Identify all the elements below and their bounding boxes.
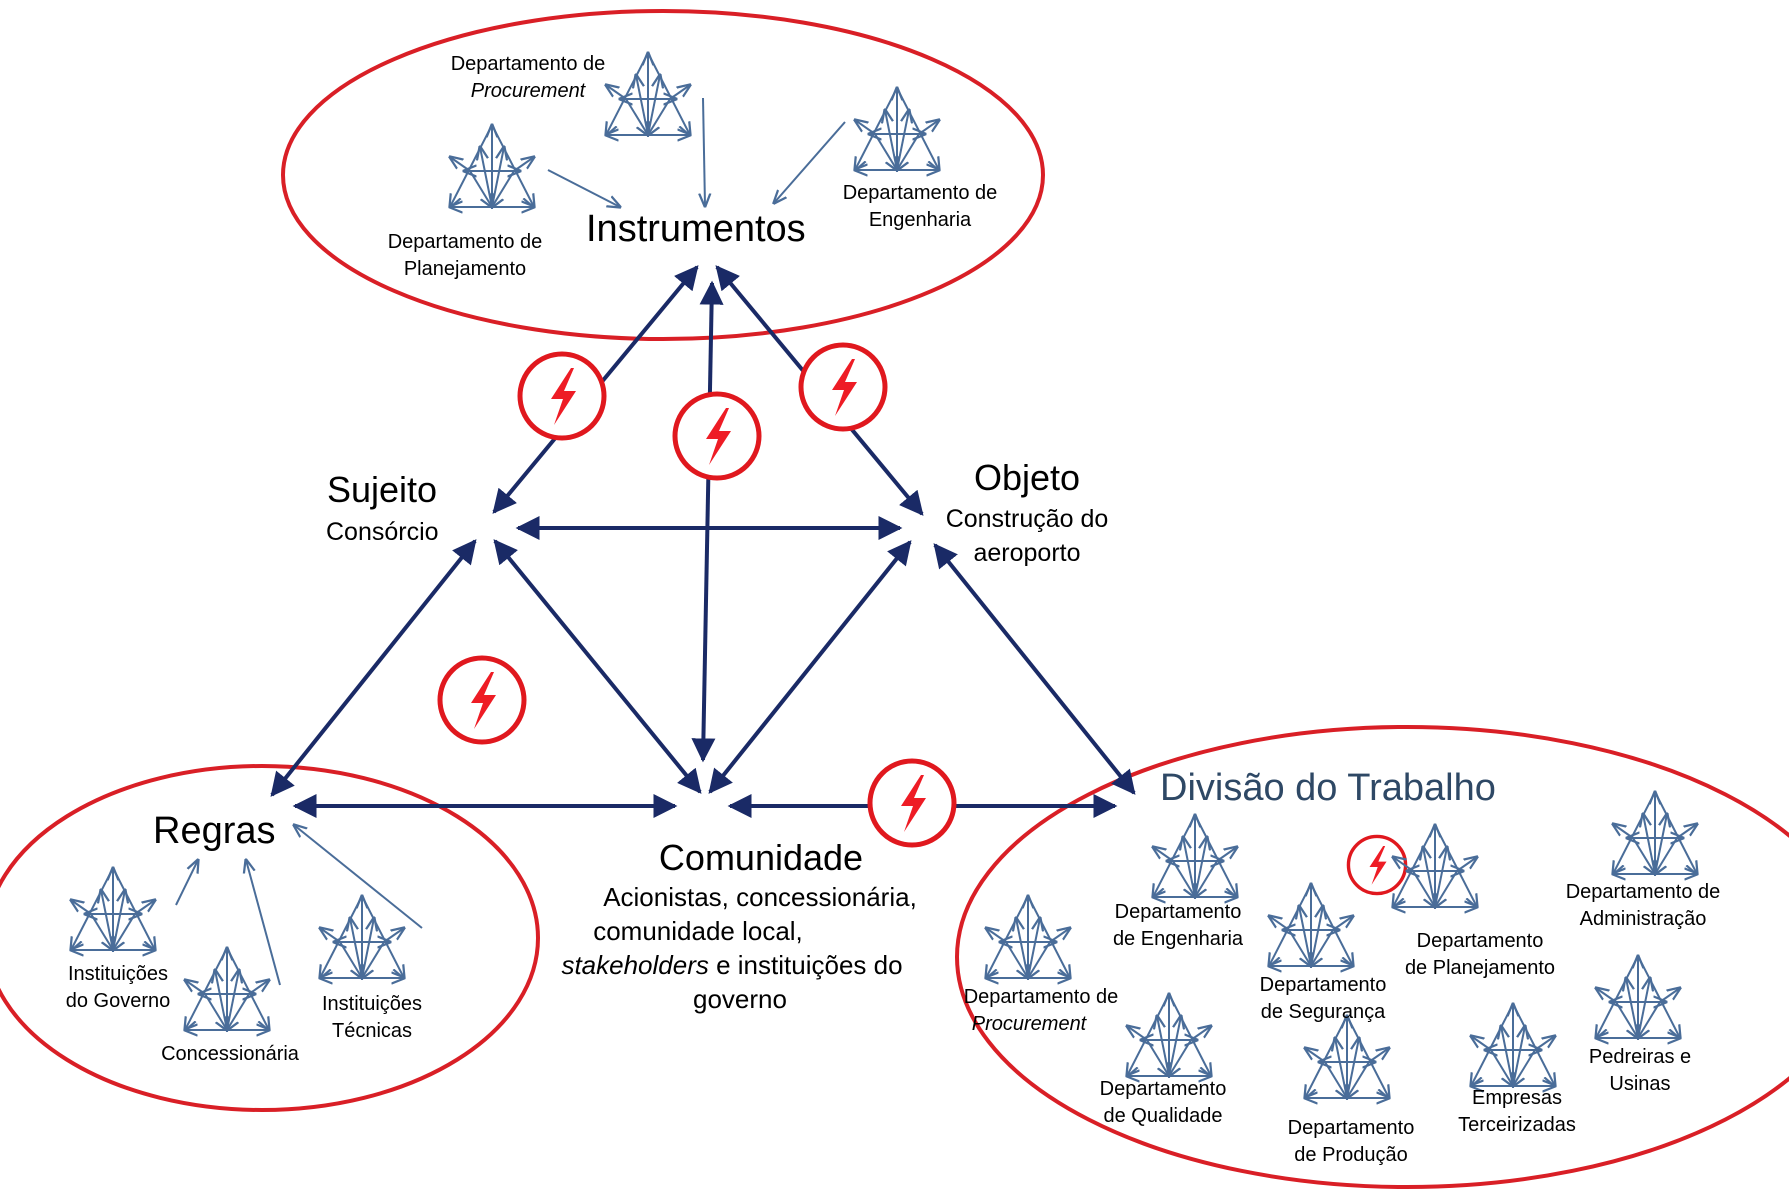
sujeito-subtitle: Consórcio: [326, 518, 439, 546]
divisao-administracao-line2: Administração: [1580, 908, 1707, 930]
divisao-pedreiras-line2: Usinas: [1609, 1073, 1670, 1095]
divisao-ellipse: [955, 725, 1789, 1189]
mini-activity-triangle-icon: [1471, 1004, 1555, 1088]
mini-activity-triangle-icon: [1393, 825, 1477, 909]
divisao-producao-line1: Departamento: [1288, 1117, 1415, 1139]
divisao-qualidade-line2: de Qualidade: [1104, 1105, 1223, 1127]
instrumentos-title: Instrumentos: [586, 208, 806, 250]
mini-activity-triangle-icon: [450, 125, 534, 209]
contradiction-bolt-icon: [870, 761, 954, 845]
sub-connectors: [175, 97, 846, 986]
arrow-objeto-divisao: [933, 543, 1136, 795]
objeto-subtitle-line1: Construção do: [946, 505, 1109, 533]
regras-governo-line2: do Governo: [66, 990, 171, 1012]
arrow-sujeito-regras: [270, 539, 477, 797]
instrumentos-planejamento-line1: Departamento de: [388, 231, 543, 253]
divisao-engenharia-line1: Departamento: [1115, 901, 1242, 923]
contradiction-bolt-icon: [520, 354, 604, 438]
contradiction-bolt-icon: [1346, 834, 1408, 896]
mini-activity-triangle-icon: [71, 868, 155, 952]
contradiction-bolt-icon: [440, 658, 524, 742]
mini-activity-triangle-icon: [320, 896, 404, 980]
comunidade-line3-rest: e instituições do: [709, 950, 903, 980]
objeto-subtitle-line2: aeroporto: [973, 539, 1080, 567]
regras-tecnicas-line1: Instituições: [322, 993, 422, 1015]
sujeito-title: Sujeito: [327, 469, 437, 510]
instrumentos-procurement-line2: Procurement: [471, 80, 587, 102]
mini-activity-triangle-icon: [1596, 956, 1680, 1040]
instrumentos-engenharia-line2: Engenharia: [869, 209, 972, 231]
divisao-procurement-line1: Departamento de: [964, 986, 1119, 1008]
comunidade-title: Comunidade: [659, 837, 863, 878]
comunidade-line3-italic: stakeholders: [561, 950, 708, 980]
mini-activity-triangle-icon: [1153, 815, 1237, 899]
mini-activity-triangle-icon: [1305, 1016, 1389, 1100]
main-relations: [270, 265, 1118, 818]
divisao-seguranca-line2: de Segurança: [1261, 1001, 1386, 1023]
divisao-pedreiras-line1: Pedreiras e: [1589, 1046, 1691, 1068]
mini-activity-triangle-icon: [185, 948, 269, 1032]
comunidade-line3: stakeholders e instituições do: [561, 950, 902, 980]
mini-activity-triangle-icon: [1127, 994, 1211, 1078]
mini-activity-triangle-icon: [1269, 884, 1353, 968]
arrow-objeto-comunidade: [708, 540, 912, 794]
mini-activity-triangle-icon: [606, 53, 690, 137]
mini-activity-triangle-icon: [986, 896, 1070, 980]
instrumentos-planejamento-line2: Planejamento: [404, 258, 526, 280]
divisao-terceirizadas-line1: Empresas: [1472, 1087, 1562, 1109]
arrow-instrumentos-comunidade: [691, 280, 724, 763]
regras-governo-line1: Instituições: [68, 963, 168, 985]
instrumentos-engenharia-line1: Departamento de: [843, 182, 998, 204]
mini-activity-triangle-icon: [855, 88, 939, 172]
divisao-administracao-line1: Departamento de: [1566, 881, 1721, 903]
divisao-terceirizadas-line2: Terceirizadas: [1458, 1114, 1576, 1136]
regras-ellipse: [0, 764, 540, 1112]
divisao-producao-line2: de Produção: [1294, 1144, 1407, 1166]
divisao-planejamento-line2: de Planejamento: [1405, 957, 1555, 979]
instrumentos-ellipse: [281, 9, 1045, 341]
regras-concessionaria: Concessionária: [161, 1043, 300, 1065]
contradiction-bolt-icon: [675, 394, 759, 478]
arrow-sujeito-comunidade: [493, 539, 702, 794]
objeto-title: Objeto: [974, 457, 1080, 498]
divisao-engenharia-line2: de Engenharia: [1113, 928, 1244, 950]
instrumentos-procurement-line1: Departamento de: [451, 53, 606, 75]
divisao-seguranca-line1: Departamento: [1260, 974, 1387, 996]
comunidade-line4: governo: [693, 984, 787, 1014]
contradiction-bolt-icon: [801, 345, 885, 429]
comunidade-line1: Acionistas, concessionária,: [603, 882, 917, 912]
comunidade-line2: comunidade local,: [593, 916, 803, 946]
regras-tecnicas-line2: Técnicas: [332, 1020, 412, 1042]
divisao-qualidade-line1: Departamento: [1100, 1078, 1227, 1100]
divisao-procurement-line2: Procurement: [972, 1013, 1088, 1035]
divisao-title: Divisão do Trabalho: [1160, 767, 1496, 809]
regras-title: Regras: [153, 810, 276, 852]
divisao-planejamento-line1: Departamento: [1417, 930, 1544, 952]
mini-activity-triangle-icon: [1613, 792, 1697, 876]
